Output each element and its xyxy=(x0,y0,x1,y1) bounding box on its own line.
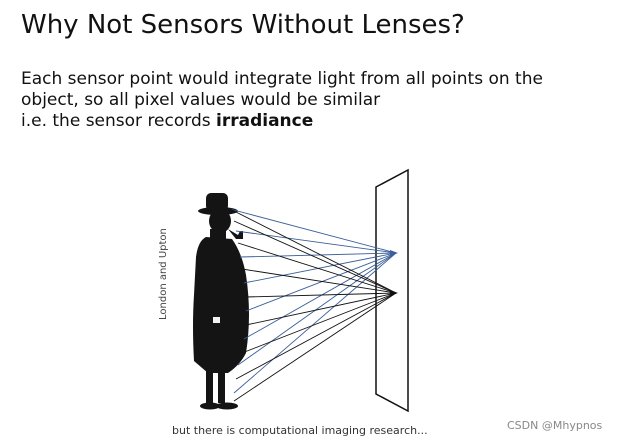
lower-convergence-point xyxy=(390,290,398,296)
lensless-sensor-diagram xyxy=(193,168,409,413)
body-line-1: Each sensor point would integrate light … xyxy=(21,69,543,89)
irradiance-term: irradiance xyxy=(216,111,314,131)
black-light-rays xyxy=(229,208,397,402)
slide-title: Why Not Sensors Without Lenses? xyxy=(21,10,465,40)
body-line-2: object, so all pixel values would be sim… xyxy=(21,90,381,110)
upper-convergence-point xyxy=(390,250,398,256)
slide-body: Each sensor point would integrate light … xyxy=(21,69,611,132)
figure-caption: but there is computational imaging resea… xyxy=(172,424,428,437)
sensor-plane xyxy=(375,168,409,413)
source-watermark: CSDN @Mhypnos xyxy=(507,419,603,432)
body-line-3: i.e. the sensor records irradiance xyxy=(21,111,611,132)
body-line-3-prefix: i.e. the sensor records xyxy=(21,111,217,131)
man-silhouette-illustration xyxy=(193,193,249,410)
blue-light-rays xyxy=(229,208,397,394)
